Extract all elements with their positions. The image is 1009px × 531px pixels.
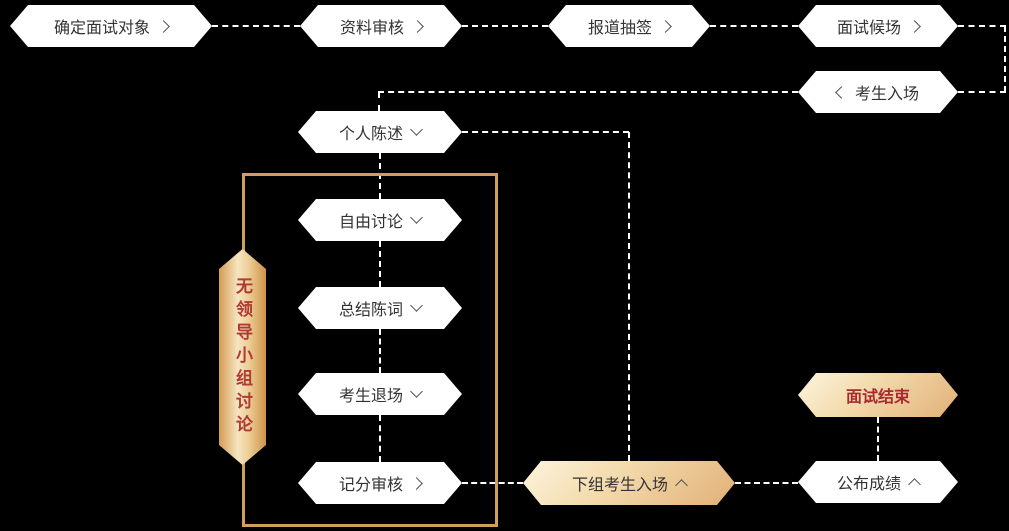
chevron-right-icon [157, 20, 170, 33]
connector-confirm-to-review [212, 25, 300, 27]
node-label: 总结陈词 [338, 302, 403, 319]
node-label: 资料审核 [339, 20, 404, 37]
node-personal-statement[interactable]: 个人陈述 [298, 111, 462, 153]
chevron-right-icon [411, 20, 424, 33]
node-registration-draw[interactable]: 报道抽签 [548, 5, 710, 47]
connector-score-to-nextgroup [462, 482, 523, 484]
chevron-right-icon [659, 20, 672, 33]
node-publish-results[interactable]: 公布成绩 [798, 461, 958, 503]
node-candidate-exit[interactable]: 考生退场 [298, 373, 462, 415]
connector-draw-to-waiting [710, 25, 798, 27]
connector-discussion-to-closing [379, 241, 381, 287]
node-label: 确定面试对象 [53, 20, 150, 37]
connector-enter-to-statement-h [378, 91, 798, 93]
node-label: 面试结束 [845, 389, 910, 406]
node-closing-statement[interactable]: 总结陈词 [298, 287, 462, 329]
connector-statement-to-discussion [379, 153, 381, 199]
node-label: 个人陈述 [338, 126, 403, 143]
connector-closing-to-exit [379, 329, 381, 373]
connector-statement-to-loop-h [462, 131, 629, 133]
chevron-right-icon [410, 477, 423, 490]
chevron-up-icon [908, 478, 921, 491]
chevron-down-icon [410, 211, 423, 224]
chevron-left-icon [835, 86, 848, 99]
node-label: 面试候场 [836, 20, 901, 37]
chevron-down-icon [410, 385, 423, 398]
connector-edge-to-enter [958, 91, 1006, 93]
node-label: 记分审核 [338, 477, 403, 494]
node-score-review[interactable]: 记分审核 [298, 462, 462, 504]
chevron-down-icon [410, 123, 423, 136]
connector-right-edge-vertical [1004, 26, 1006, 92]
node-label: 自由讨论 [338, 214, 403, 231]
node-label: 下组考生入场 [571, 477, 668, 494]
connector-enter-to-statement-v [378, 92, 380, 111]
chevron-up-icon [675, 479, 688, 492]
chevron-right-icon [908, 20, 921, 33]
node-label: 报道抽签 [587, 20, 652, 37]
node-next-group-enter[interactable]: 下组考生入场 [523, 461, 735, 505]
chevron-down-icon [410, 299, 423, 312]
node-material-review[interactable]: 资料审核 [300, 5, 462, 47]
connector-end-to-results [877, 417, 879, 461]
node-candidate-enter[interactable]: 考生入场 [798, 71, 958, 113]
node-label: 考生退场 [338, 388, 403, 405]
connector-exit-to-score [379, 415, 381, 462]
node-label: 公布成绩 [836, 476, 901, 493]
node-interview-end: 面试结束 [798, 373, 958, 417]
connector-review-to-draw [462, 25, 548, 27]
node-interview-waiting[interactable]: 面试候场 [798, 5, 958, 47]
connector-waiting-to-edge [958, 25, 1006, 27]
connector-nextgroup-to-results [735, 482, 798, 484]
leaderless-group-ribbon: 无领导小组讨论 [219, 249, 266, 465]
node-free-discussion[interactable]: 自由讨论 [298, 199, 462, 241]
ribbon-label: 无领导小组讨论 [233, 276, 252, 438]
connector-loop-vertical [628, 132, 630, 461]
node-label: 考生入场 [854, 86, 919, 103]
node-confirm-target[interactable]: 确定面试对象 [10, 5, 212, 47]
